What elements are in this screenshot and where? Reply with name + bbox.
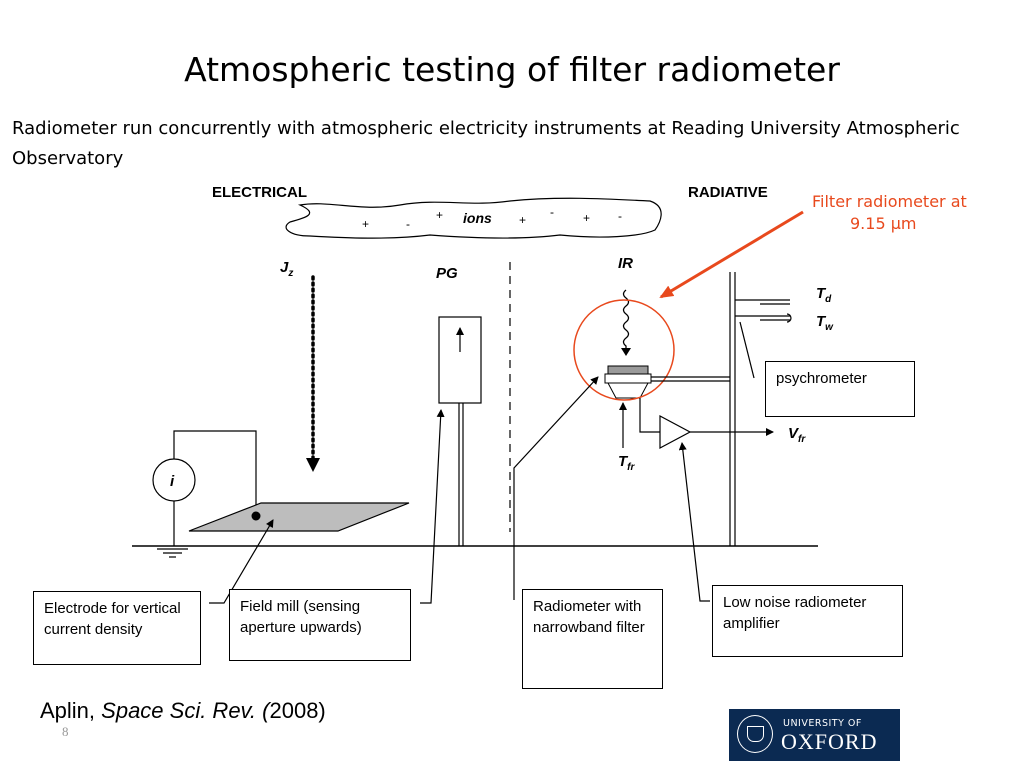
slide-title: Atmospheric testing of filter radiometer [184,50,840,89]
current-meter [152,458,196,502]
citation-journal: Space Sci. Rev. ( [101,698,270,723]
radiometer-pointer [513,376,599,600]
electrode-pointer [209,519,274,604]
cloud-sign: + [362,217,369,231]
wet-bulb [786,313,792,323]
field-mill-pointer [420,409,445,604]
td-label: Td [816,285,832,305]
electrode-plate [188,502,410,532]
filter-annotation-text: Filter radiometer at [812,192,967,211]
radiometer-filter [607,365,649,375]
radiometer-body [604,373,652,384]
amplifier-description-box: Low noise radiometer amplifier [712,585,903,657]
oxford-logo: UNIVERSITY OF OXFORD [729,709,900,761]
psychrometer-pointer [739,321,755,379]
electrode-circuit-wire [173,430,257,516]
ir-wave-arrowhead [621,348,631,356]
cloud-sign: + [519,213,526,227]
current-meter-label: i [170,473,175,490]
logo-line2: OXFORD [781,729,878,754]
oxford-crest-icon [737,715,773,753]
tw-label: Tw [816,313,834,333]
cloud-sign: + [583,211,590,225]
logo-line1: UNIVERSITY OF [783,718,862,729]
ir-wave [622,289,630,350]
citation-year: 2008) [269,698,326,723]
ions-label: ions [463,210,492,226]
slide-subtitle: Radiometer run concurrently with atmosph… [12,118,960,169]
cloud-sign: - [618,209,622,223]
amplifier-pointer [678,442,710,602]
ir-label: IR [618,255,633,272]
cloud-sign: + [436,208,443,222]
citation-author: Aplin, [40,698,102,723]
electrode-description-box: Electrode for vertical current density [33,591,201,665]
radiometer-description-box: Radiometer with narrowband filter [522,589,663,689]
jz-label: Jz [280,259,293,279]
filter-annotation-arrow [659,210,804,299]
pg-label: PG [436,265,458,282]
electrode-contact [251,511,261,521]
radiative-label: RADIATIVE [688,184,768,201]
current-arrowhead [306,458,320,472]
psychrometer-box: psychrometer [765,361,915,417]
citation: Aplin, Space Sci. Rev. (2008) [40,698,326,724]
ion-cloud [285,197,662,239]
vfr-label: Vfr [788,425,806,445]
cloud-sign: - [406,217,410,231]
tfr-label: Tfr [618,453,636,473]
radiometer-to-amplifier-wire [639,398,660,433]
cloud-sign: - [550,205,554,219]
radiometer-base [607,382,649,399]
field-mill-description-box: Field mill (sensing aperture upwards) [229,589,411,661]
amplifier-triangle [659,415,692,449]
page-number: 8 [62,724,69,739]
radiometer-highlight-circle [573,299,675,401]
electrical-label: ELECTRICAL [212,184,307,201]
filter-annotation-wavelength: 9.15 µm [850,214,916,233]
